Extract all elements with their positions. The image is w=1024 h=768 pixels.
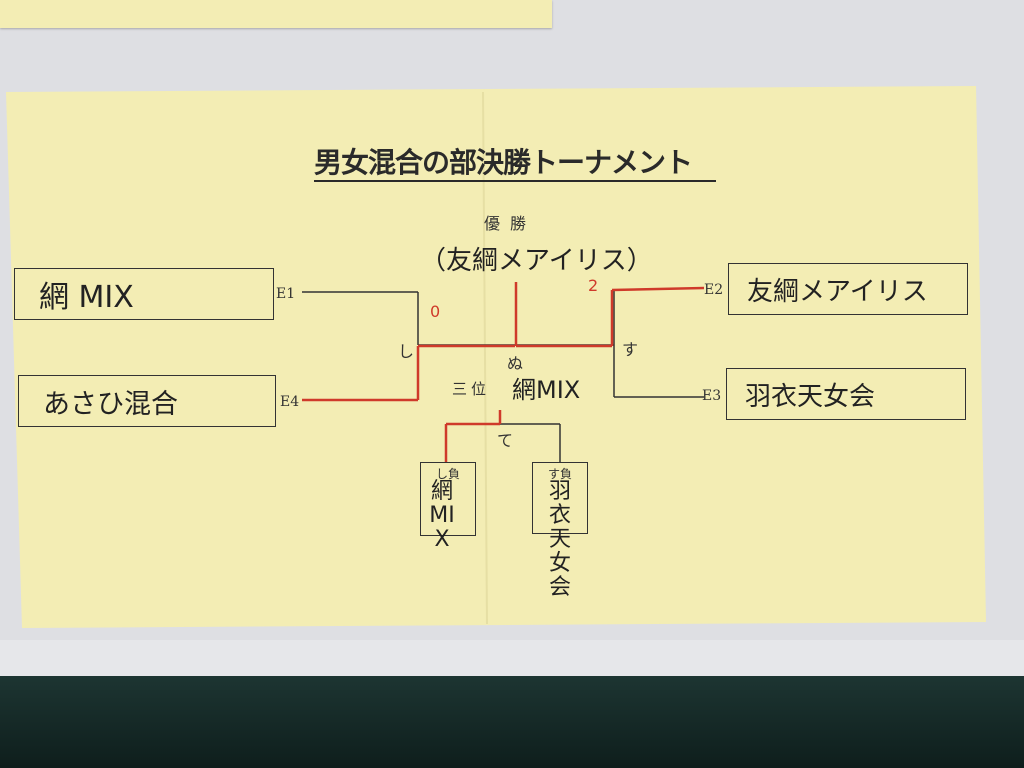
team-name-e3: 羽衣天女会 — [745, 381, 876, 412]
team-code-e2: E2 — [704, 282, 724, 298]
loser-name-right: 羽衣天女会 — [548, 479, 571, 600]
team-box-e3: 羽衣天女会 — [726, 368, 966, 420]
page-title: 男女混合の部決勝トーナメント — [314, 146, 716, 182]
team-box-e2: 友綱メアイリス — [728, 263, 968, 315]
team-code-e1: E1 — [276, 286, 296, 302]
loser-name-left: 網MIX — [429, 479, 455, 552]
team-code-e4: E4 — [280, 394, 300, 410]
match-label-third: て — [497, 431, 514, 450]
loser-box-right: す負 — [532, 462, 588, 534]
score-right: 2 — [588, 276, 599, 295]
team-name-e2: 友綱メアイリス — [747, 276, 928, 307]
match-label-left: し — [398, 342, 415, 361]
team-box-e4: あさひ混合 — [18, 375, 276, 427]
team-code-e3: E3 — [702, 388, 722, 404]
upper-paper-sheet — [0, 0, 552, 28]
loser-tag-right: す負 — [547, 467, 572, 481]
team-name-e4: あさひ混合 — [43, 388, 178, 420]
loser-tag-left: し負 — [435, 467, 460, 481]
team-box-e1: 網 MIX — [14, 268, 274, 320]
match-label-final: ぬ — [507, 354, 524, 373]
floor — [0, 676, 1024, 768]
champion-label: 優勝 — [484, 214, 537, 233]
third-place-name: 網MIX — [512, 376, 581, 404]
red-e2 — [611, 286, 705, 292]
third-place-label: 三位 — [452, 380, 491, 398]
paper-background — [6, 86, 986, 628]
wall-baseboard — [0, 640, 1024, 680]
match-label-right: す — [622, 340, 639, 359]
team-name-e1: 網 MIX — [39, 280, 134, 315]
score-left: 0 — [430, 302, 441, 321]
champion-name: （友綱メアイリス） — [420, 246, 653, 276]
loser-box-left: し負 — [420, 462, 476, 536]
winner-lines — [302, 282, 705, 462]
